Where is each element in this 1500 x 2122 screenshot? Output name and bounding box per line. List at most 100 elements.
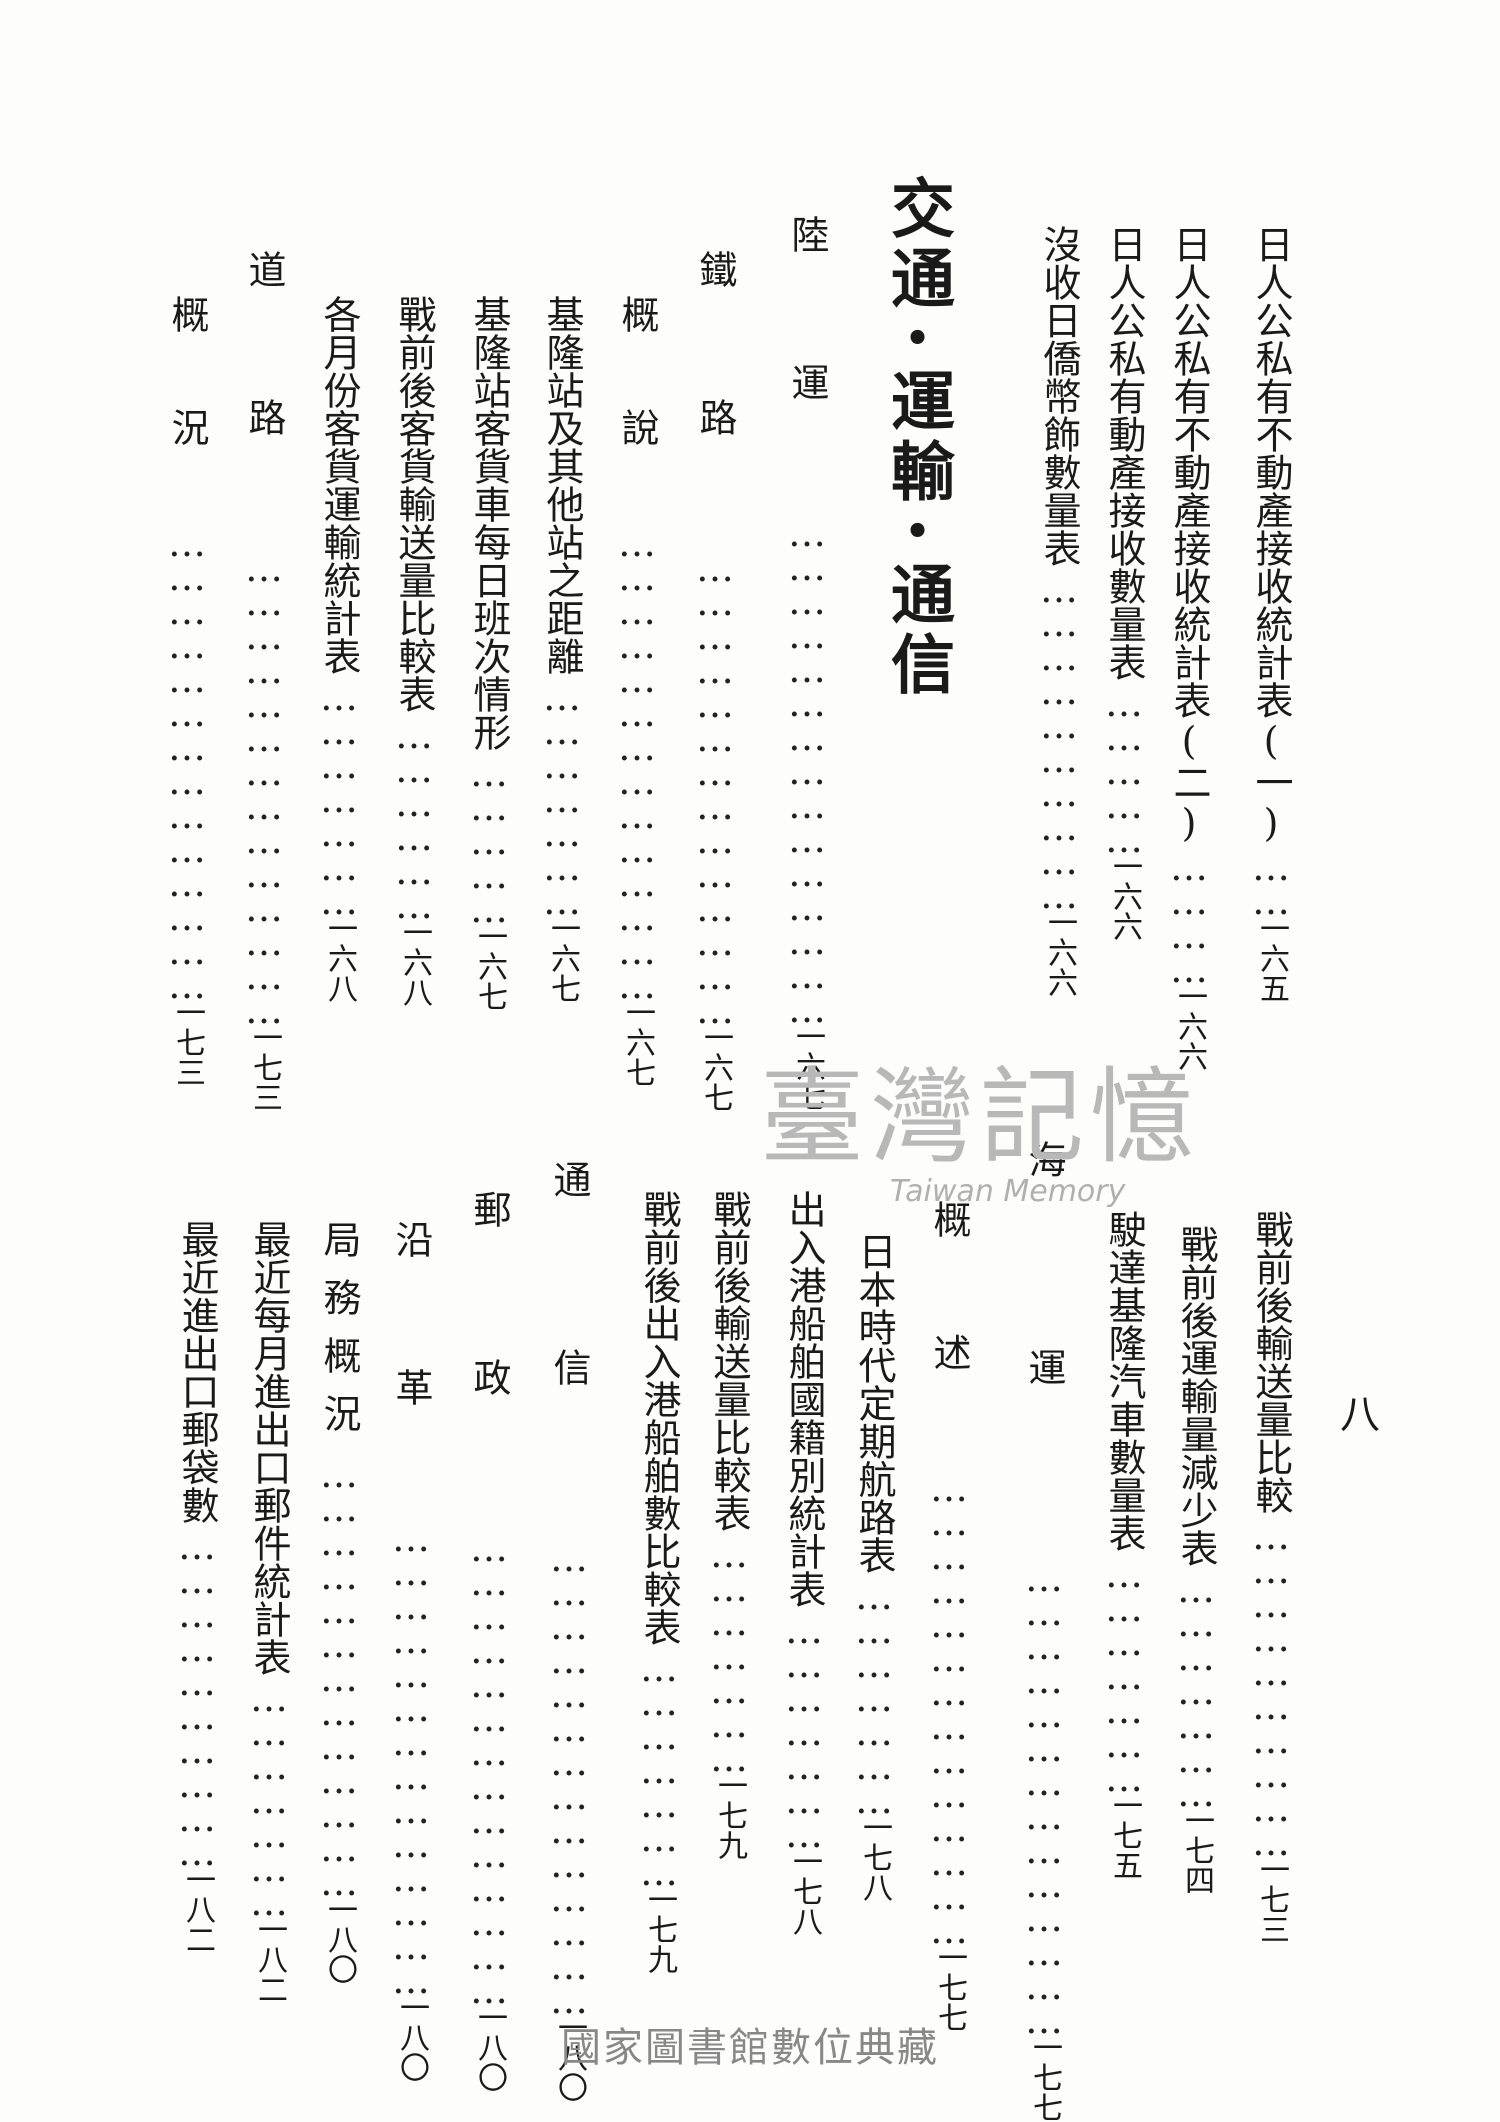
leader-dots: ………………… [782,1608,826,1846]
toc-entry-text: 戰前後輸送量比較 [1249,1210,1293,1514]
section-title-part2: 運輸 [880,368,955,508]
leader-dots: …………………………………… [165,521,209,997]
leader-dots: …………………………………… [242,546,286,1022]
toc-entry-page: 一七八 [787,1846,822,1936]
toc-entry[interactable]: 基隆站及其他站之距離…………………一六七 [540,295,584,1003]
leader-dots: ………………… [852,1574,896,1812]
toc-entry[interactable]: 概說……………………………………一六七 [615,295,659,1087]
toc-section-heading[interactable]: 陸運………………………………………一六七 [785,215,829,1111]
toc-entry[interactable]: 日人公私有不動產接收統計表(二)…………一六六 [1167,225,1211,1071]
leader-dots: …………………………………… [467,1526,511,2002]
toc-entry[interactable]: 概況……………………………………一七三 [165,295,209,1087]
toc-entry[interactable]: 出入港船舶國籍別統計表…………………一七八 [782,1190,826,1936]
toc-entry-page: 一七三 [247,1022,282,1112]
toc-entry-text: 各月份客貨運輸統計表 [317,295,361,675]
toc-subsection-heading[interactable]: 道路……………………………………一七三 [242,250,286,1112]
leader-dots: ………… [1167,845,1211,981]
toc-entry-text: 戰前後出入港船舶數比較表 [637,1190,681,1646]
toc-entry-text: 沒收日僑幣飾數量表 [1037,225,1081,567]
toc-entry-page: 一六六 [1042,907,1077,997]
toc-entry-page: 一八〇 [322,1894,357,1984]
leader-dots: ………………… [1102,1552,1146,1790]
toc-entry-text: 戰前後輸送量比較表 [707,1190,751,1532]
leader-dots: ………………… [317,675,361,913]
toc-entry-page: 一八二 [252,1914,287,2004]
leader-dots: ……………… [392,713,436,917]
toc-subsection-heading[interactable]: 鐵路……………………………………一六七 [693,250,737,1112]
leader-dots: ………………… [1174,1567,1218,1805]
toc-entry[interactable]: 戰前後輸送量比較…………………………一七三 [1249,1210,1293,1944]
toc-entry[interactable]: 最近每月進出口郵件統計表…………………一八二 [247,1220,291,2004]
toc-entry-text: 概述 [927,1200,971,1466]
toc-entry[interactable]: 基隆站客貨車每日班次情形……………一六七 [467,295,511,1011]
toc-entry[interactable]: 駛達基隆汽車數量表…………………一七五 [1102,1210,1146,1880]
toc-entry[interactable]: 日人公私有動產接收數量表……………一六六 [1102,225,1146,941]
watermark: 臺灣記憶 Taiwan Memory [760,1060,1220,1220]
section-title-part3: 通信 [880,561,955,701]
toc-entry-text: 沿革 [389,1220,433,1516]
toc-entry-page: 一七八 [857,1812,892,1902]
toc-entry[interactable]: 沿革……………………………………一八〇 [389,1220,433,2082]
leader-dots: ………………………… [1037,567,1081,907]
toc-entry-text: 最近進出口郵袋數 [175,1220,219,1524]
toc-entry-page: 一六七 [620,997,655,1087]
toc-entry[interactable]: 日人公私有不動產接收統計表(一)……一六五 [1249,225,1293,1003]
toc-entry-text: 陸運 [785,215,829,511]
leader-dots: …………………………………… [693,546,737,1022]
toc-entry-text: 戰前後客貨輸送量比較表 [392,295,436,713]
toc-section-heading[interactable]: 通信……………………………………一八〇 [547,1160,591,2102]
toc-entry-page: 一六六 [1107,851,1142,941]
toc-entry-text: 海運 [1022,1140,1066,1556]
toc-entry[interactable]: 概述……………………………………一七七 [927,1200,971,2032]
leader-dots: ………………… [540,675,584,913]
toc-entry-text: 通信 [547,1160,591,1536]
toc-entry[interactable]: 各月份客貨運輸統計表…………………一六八 [317,295,361,1003]
toc-entry-text: 最近每月進出口郵件統計表 [247,1220,291,1676]
toc-entry-page: 一八〇 [394,1992,429,2082]
section-title-part1: 交通 [880,175,955,315]
toc-entry-text: 日人公私有動產接收數量表 [1102,225,1146,681]
toc-entry-page: 一七九 [712,1770,747,1860]
toc-entry-text: 日本時代定期航路表 [852,1232,896,1574]
toc-entry-page: 一六七 [790,1021,825,1111]
toc-entry-page: 一七五 [1107,1790,1142,1880]
watermark-chinese: 臺灣記憶 [760,1056,1201,1178]
leader-dots: …………………………………… [615,521,659,997]
toc-entry-text: 基隆站客貨車每日班次情形 [467,295,511,751]
toc-entry[interactable]: 沒收日僑幣飾數量表…………………………一六六 [1037,225,1081,997]
toc-entry-page: 一六六 [1172,981,1207,1071]
library-footer: 國家圖書館數位典藏 [561,2025,939,2071]
leader-dots: ………………… [707,1532,751,1770]
toc-entry-text: 局務概況 [317,1220,361,1452]
toc-entry[interactable]: 最近進出口郵袋數…………………………一八二 [175,1220,219,1954]
toc-entry[interactable]: 戰前後客貨輸送量比較表………………一六八 [392,295,436,1007]
toc-entry-page: 一八〇 [552,2012,587,2102]
toc-entry-text: 戰前後運輸量減少表 [1174,1225,1218,1567]
leader-dots: …………… [467,751,511,921]
toc-entry[interactable]: 局務概況…………………………………一八〇 [317,1220,361,1984]
toc-entry-page: 一六八 [322,913,357,1003]
toc-entry-page: 一六七 [545,913,580,1003]
toc-entry-page: 一七四 [1179,1805,1214,1895]
toc-subsection-heading[interactable]: 郵政……………………………………一八〇 [467,1190,511,2092]
leader-dots: …………………………………… [927,1466,971,1942]
leader-dots: ………………… [637,1646,681,1884]
toc-entry-page: 一六七 [698,1022,733,1112]
toc-entry-text: 道路 [242,250,286,546]
leader-dots: …………………………………… [389,1516,433,1992]
leader-dots: …………………………………… [1022,1556,1066,2032]
toc-entry-page: 一七九 [642,1884,677,1974]
leader-dots: ………………………… [1249,1514,1293,1854]
toc-entry-page: 一六八 [397,917,432,1007]
toc-entry[interactable]: 戰前後出入港船舶數比較表…………………一七九 [637,1190,681,1974]
watermark-english: Taiwan Memory [890,1174,1126,1209]
toc-section-heading[interactable]: 海運……………………………………一七七 [1022,1140,1066,2122]
toc-entry[interactable]: 戰前後輸送量比較表…………………一七九 [707,1190,751,1860]
toc-entry-page: 一六七 [472,921,507,1011]
toc-entry-text: 駛達基隆汽車數量表 [1102,1210,1146,1552]
toc-entry-text: 日人公私有不動產接收統計表(二) [1167,225,1211,845]
toc-entry[interactable]: 戰前後運輸量減少表…………………一七四 [1174,1225,1218,1895]
toc-entry[interactable]: 日本時代定期航路表…………………一七八 [852,1232,896,1902]
leader-dots: ……………………………………… [785,511,829,1021]
leader-dots: ………………………… [175,1524,219,1864]
